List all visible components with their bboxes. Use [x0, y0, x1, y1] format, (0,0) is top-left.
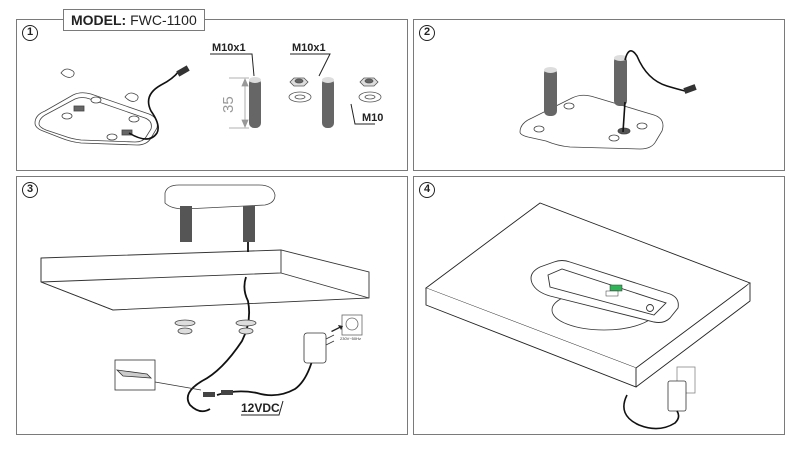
callout-leaders	[210, 53, 375, 125]
cable-connector-icon	[176, 65, 190, 77]
step-3-illustration: 230V~50Hz 12VDC	[40, 184, 370, 416]
washer-size-label: M10	[362, 112, 383, 124]
step-2-number: 2	[419, 25, 435, 41]
step-1-number: 1	[22, 25, 38, 41]
shelf-board	[40, 249, 370, 311]
battery-charging-icon	[605, 284, 623, 297]
charging-pad-icon	[164, 184, 276, 210]
usb-cable	[128, 70, 180, 140]
usb-cable	[186, 242, 316, 413]
model-prefix: MODEL:	[71, 12, 127, 28]
washer-icon	[288, 91, 312, 103]
step-3-panel: 3	[16, 176, 408, 435]
usb-cable	[622, 50, 686, 133]
power-adapter-icon	[667, 380, 687, 412]
power-adapter-icon	[303, 332, 335, 364]
model-label: MODEL: FWC-1100	[63, 9, 205, 31]
power-cable	[623, 394, 680, 430]
mains-rating-text: 230V~50Hz	[340, 336, 361, 341]
step-4-number: 4	[419, 182, 435, 198]
threaded-stud-icon	[249, 77, 261, 128]
step-4-illustration	[425, 202, 751, 430]
charging-pad-icon	[519, 94, 664, 150]
threaded-stud-icon	[322, 77, 334, 128]
step-4-panel: 4	[413, 176, 785, 435]
stud-thread-label: M10x1	[212, 42, 246, 54]
step-2-panel: 2	[413, 19, 785, 171]
threaded-stud-icon	[544, 55, 627, 116]
step-1-illustration: 35 M10x1 M10x1 M10	[34, 42, 383, 146]
step-2-illustration	[519, 50, 697, 150]
step-1-panel: 1 35	[16, 19, 408, 171]
nut-icon	[289, 77, 309, 87]
model-number: FWC-1100	[130, 12, 197, 28]
nut-thread-label: M10x1	[292, 42, 326, 54]
nut-icon	[359, 77, 379, 87]
bracket-clip-icon	[60, 68, 139, 102]
stud-length-dimension	[229, 77, 249, 129]
cable-connector-icon	[203, 390, 233, 397]
washer-icon	[358, 91, 382, 103]
threaded-stud-icon	[180, 206, 255, 242]
charging-pad-icon	[34, 92, 158, 146]
cable-connector-icon	[683, 84, 697, 94]
voltage-label: 12VDC	[241, 401, 280, 415]
wall-socket-icon	[341, 314, 363, 336]
step-3-number: 3	[22, 182, 38, 198]
nut-icon	[174, 319, 257, 335]
stud-length-text: 35	[220, 96, 237, 113]
voltage-leader	[241, 400, 284, 416]
insert-arrow-icon	[331, 325, 343, 332]
connector-detail-inset	[114, 359, 202, 391]
